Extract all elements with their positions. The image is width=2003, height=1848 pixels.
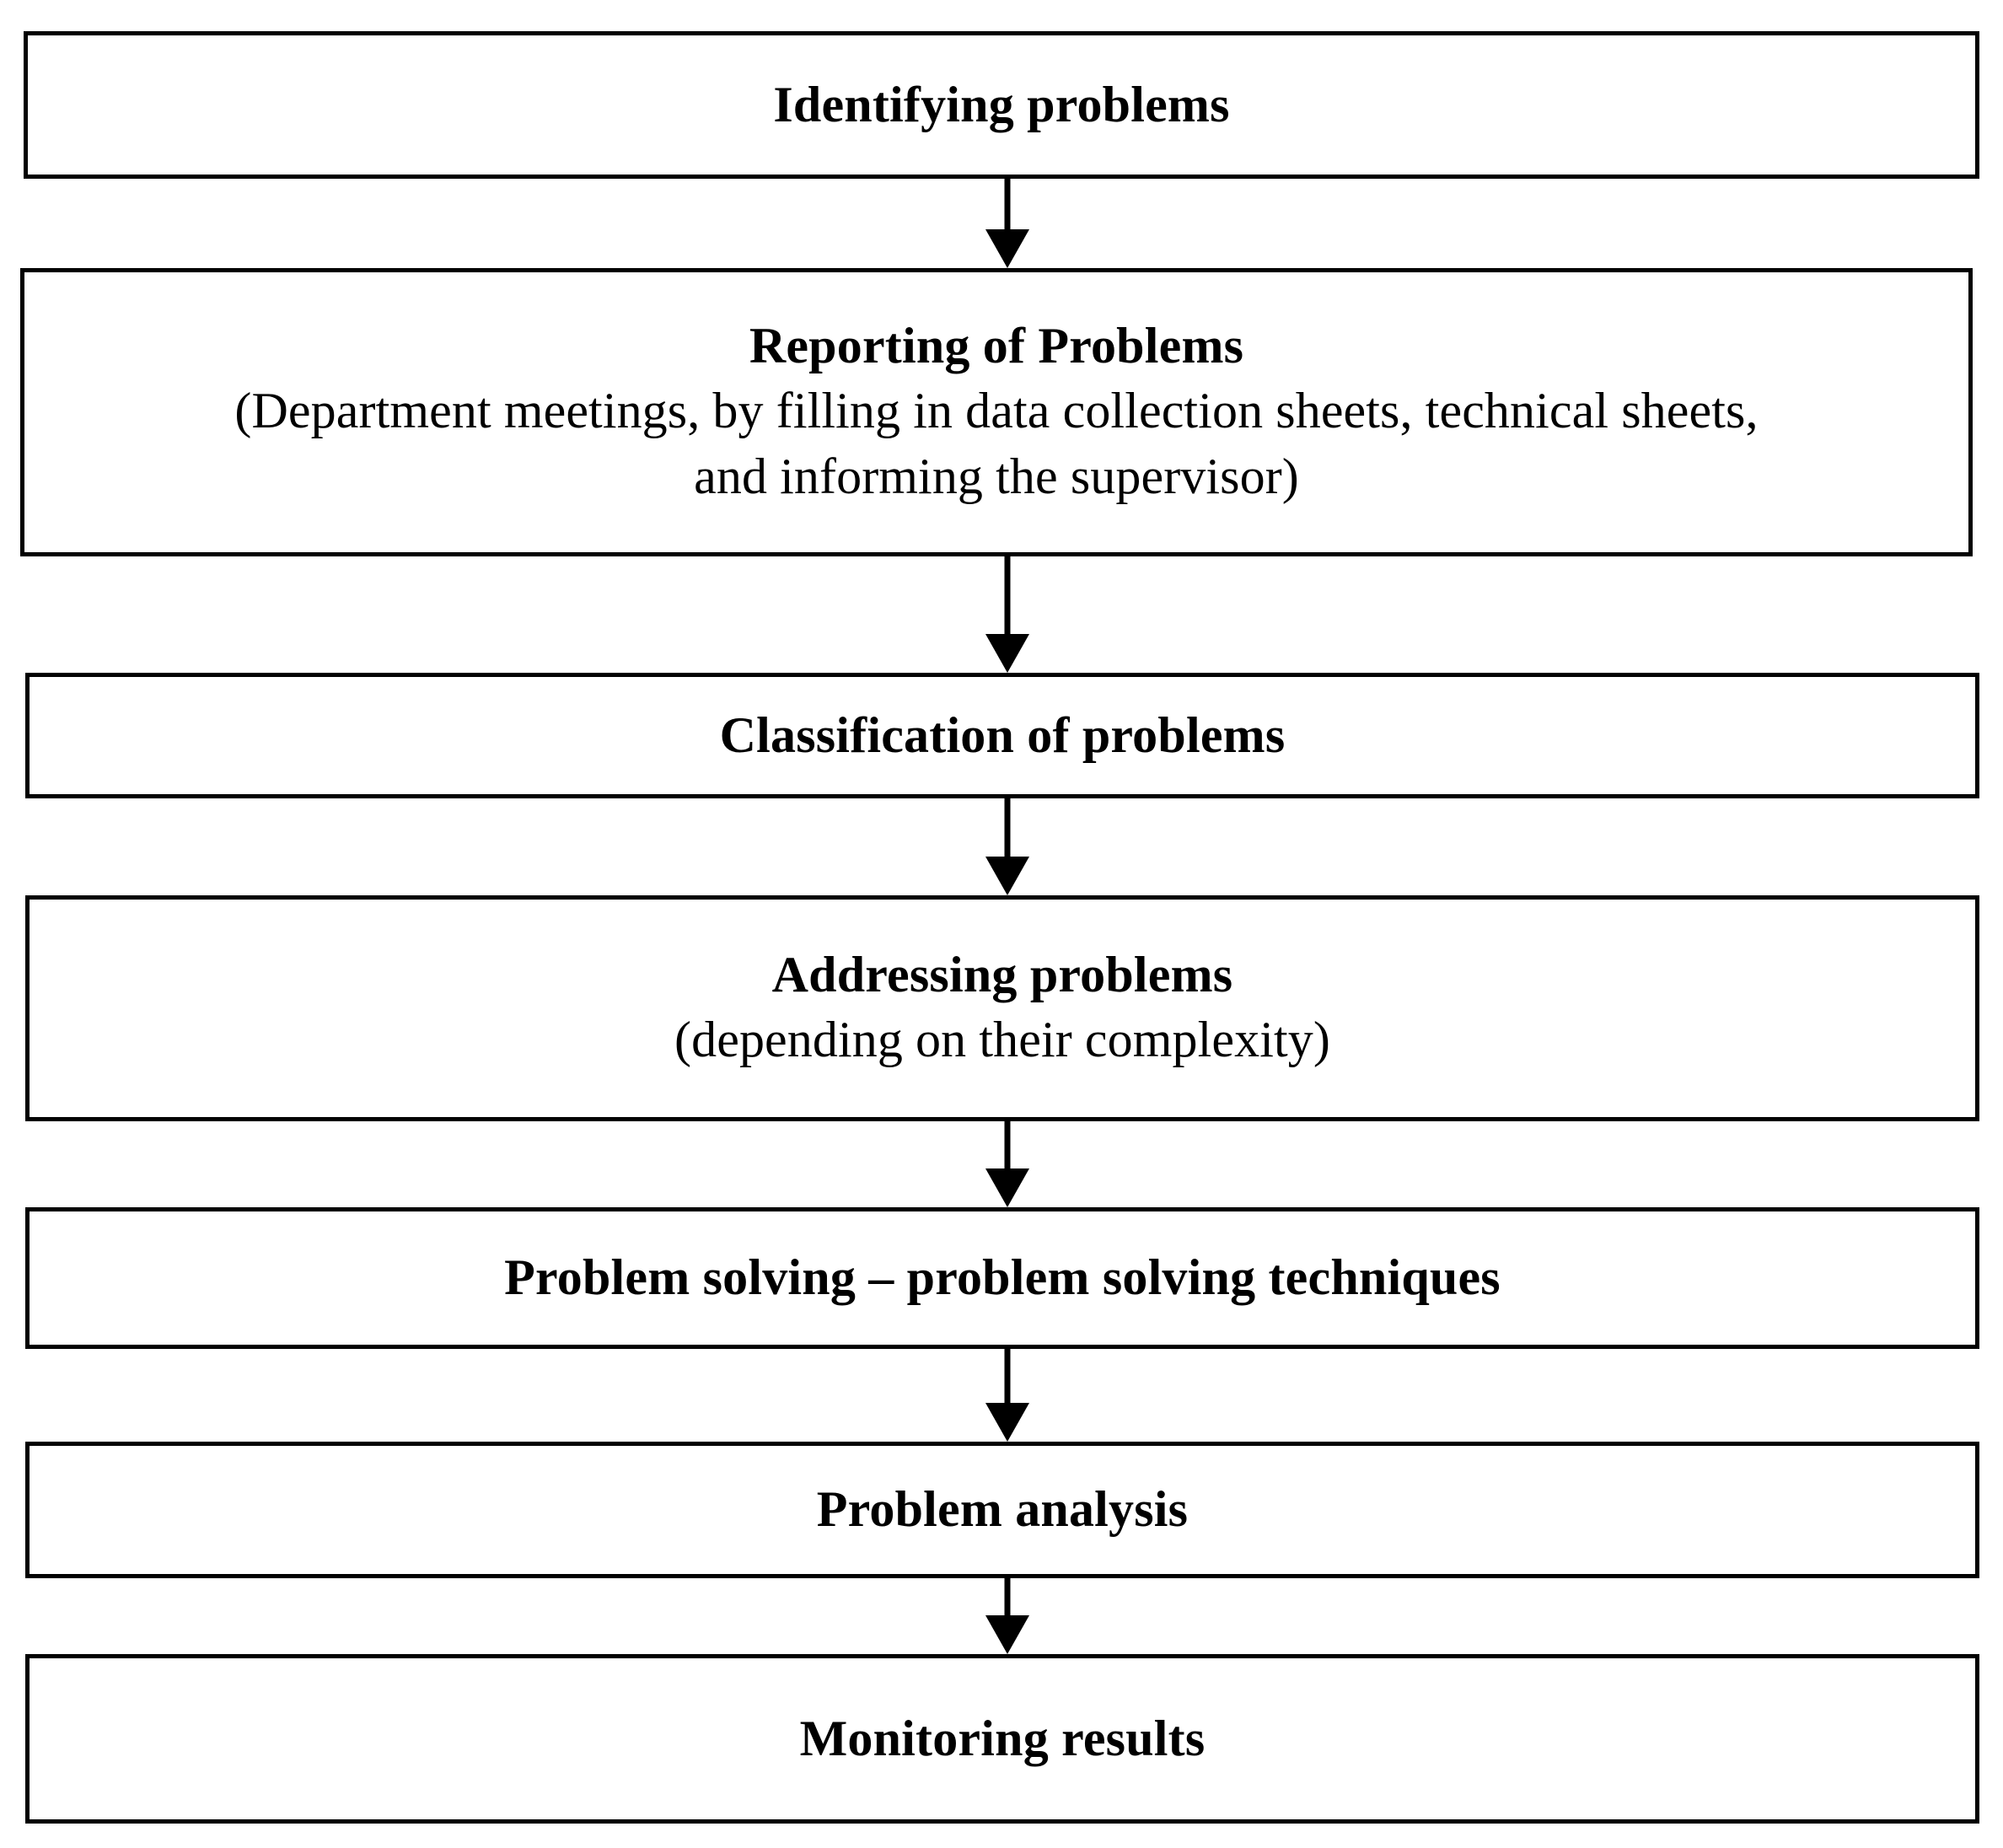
arrow-head-icon	[985, 1615, 1029, 1654]
flow-node-classification-of-problems[interactable]: Classification of problems	[25, 673, 1979, 798]
flow-node-reporting-of-problems[interactable]: Reporting of Problems (Department meetin…	[20, 268, 1973, 556]
arrow-head-icon	[985, 634, 1029, 673]
flow-arrow-problem-solving-to-analysis	[985, 1349, 1029, 1442]
arrow-stem	[1004, 1349, 1011, 1403]
flow-arrow-identifying-to-reporting	[985, 179, 1029, 268]
arrow-stem	[1004, 179, 1011, 229]
flow-node-title: Monitoring results	[799, 1710, 1206, 1766]
arrow-stem	[1004, 798, 1011, 857]
flow-arrow-reporting-to-classification	[985, 556, 1029, 673]
flow-node-title: Classification of problems	[719, 706, 1286, 763]
flow-node-title: Problem analysis	[816, 1481, 1189, 1538]
arrow-head-icon	[985, 229, 1029, 268]
flow-arrow-addressing-to-problem-solving	[985, 1121, 1029, 1207]
arrow-head-icon	[985, 1403, 1029, 1442]
flow-node-title: Reporting of Problems	[749, 318, 1244, 374]
flow-arrow-analysis-to-monitoring	[985, 1578, 1029, 1654]
flow-node-title: Problem solving – problem solving techni…	[504, 1249, 1501, 1306]
arrow-head-icon	[985, 1168, 1029, 1207]
arrow-stem	[1004, 1578, 1011, 1615]
flow-node-problem-solving-techniques[interactable]: Problem solving – problem solving techni…	[25, 1207, 1979, 1349]
arrow-head-icon	[985, 857, 1029, 895]
flow-node-subtitle: (depending on their complexity)	[674, 1011, 1330, 1067]
flow-node-problem-analysis[interactable]: Problem analysis	[25, 1442, 1979, 1578]
flow-node-monitoring-results[interactable]: Monitoring results	[25, 1654, 1979, 1824]
arrow-stem	[1004, 556, 1011, 634]
flow-arrow-classification-to-addressing	[985, 798, 1029, 895]
flow-node-title: Identifying problems	[773, 76, 1230, 132]
flow-node-title: Addressing problems	[771, 947, 1233, 1003]
arrow-stem	[1004, 1121, 1011, 1168]
flow-node-addressing-problems[interactable]: Addressing problems (depending on their …	[25, 895, 1979, 1121]
flow-node-identifying-problems[interactable]: Identifying problems	[24, 31, 1979, 179]
flow-node-subtitle: (Department meetings, by filling in data…	[234, 382, 1759, 504]
